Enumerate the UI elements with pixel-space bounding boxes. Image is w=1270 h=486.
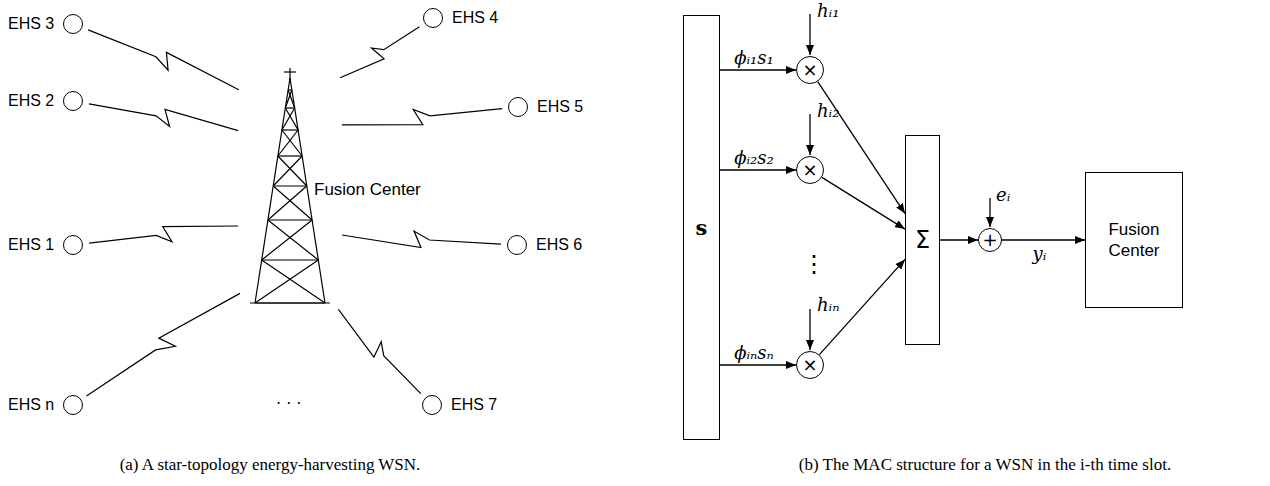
tower-strut bbox=[278, 156, 307, 186]
sensor-node: EHS n bbox=[8, 395, 83, 415]
caption: (b) The MAC structure for a WSN in the i… bbox=[700, 454, 1270, 476]
gain-arrow bbox=[809, 309, 810, 350]
sensor-node: EHS 7 bbox=[422, 395, 497, 415]
tower-strut bbox=[255, 78, 290, 303]
sensor-node: EHS 5 bbox=[508, 97, 583, 117]
sensor-label: EHS 3 bbox=[8, 14, 54, 34]
tower-strut bbox=[282, 130, 302, 156]
sensor-circle bbox=[507, 235, 527, 255]
tower-strut bbox=[285, 108, 298, 130]
node-label: Σ bbox=[915, 226, 930, 254]
sensor-node: EHS 4 bbox=[423, 8, 498, 28]
sensor-circle bbox=[63, 395, 83, 415]
sensor-circle bbox=[63, 14, 83, 34]
tower-strut bbox=[285, 90, 292, 108]
signal-arrow bbox=[818, 82, 905, 214]
node-label: × bbox=[802, 356, 817, 374]
edge-label: yᵢ bbox=[1033, 243, 1047, 265]
sensor-circle bbox=[508, 97, 528, 117]
sensor-circle bbox=[63, 91, 83, 111]
sensor-node: EHS 3 bbox=[8, 14, 83, 34]
signal-arrow bbox=[720, 69, 796, 70]
tower-strut bbox=[262, 259, 319, 260]
sensor-label: EHS 4 bbox=[452, 8, 498, 28]
sensor-label: EHS 7 bbox=[451, 395, 497, 415]
fusion-center-box: Fusion Center bbox=[1085, 172, 1183, 308]
node-label: × bbox=[802, 61, 817, 79]
sensor-circle bbox=[422, 395, 442, 415]
tower-strut bbox=[268, 186, 307, 220]
sensor-circle bbox=[423, 8, 443, 28]
edge-label: ϕᵢ₁s₁ bbox=[734, 47, 774, 69]
tower-strut bbox=[268, 220, 318, 260]
tower-strut bbox=[282, 129, 298, 130]
gain-arrow bbox=[809, 114, 810, 155]
noise-label: eᵢ bbox=[996, 184, 1010, 206]
ellipsis: ⋮ bbox=[802, 250, 826, 278]
edge-label: ϕᵢ₂s₂ bbox=[734, 147, 774, 169]
signal-arrow bbox=[1002, 239, 1085, 240]
gain-arrow bbox=[809, 14, 810, 55]
sensor-label: EHS 1 bbox=[8, 235, 54, 255]
ellipsis: · · · bbox=[276, 394, 301, 414]
tower-strut bbox=[262, 220, 312, 260]
channel-gain: hᵢ₁ bbox=[817, 0, 839, 22]
sensor-node: EHS 2 bbox=[8, 91, 83, 111]
signal-vector-box: s bbox=[683, 15, 720, 440]
tower-strut bbox=[250, 302, 330, 303]
tower-strut bbox=[255, 260, 318, 303]
tower-strut bbox=[273, 185, 307, 186]
wireless-link bbox=[89, 104, 238, 131]
node-label: Fusion Center bbox=[1086, 219, 1182, 261]
sensor-node: EHS 1 bbox=[8, 235, 83, 255]
tower-strut bbox=[284, 71, 296, 72]
caption: (a) A star-topology energy-harvesting WS… bbox=[20, 454, 520, 476]
wireless-link bbox=[87, 293, 241, 396]
tower-strut bbox=[282, 108, 295, 130]
tower-strut bbox=[273, 156, 302, 186]
signal-arrow bbox=[940, 239, 978, 240]
wireless-link bbox=[338, 309, 420, 393]
sum-box: Σ bbox=[905, 135, 940, 345]
channel-gain: hᵢ₂ bbox=[817, 100, 839, 122]
multiplier: × bbox=[796, 56, 824, 84]
fusion-tower: Fusion Center bbox=[250, 68, 330, 308]
tower-strut bbox=[262, 260, 325, 303]
wireless-link bbox=[340, 27, 419, 78]
tower-strut bbox=[278, 155, 302, 156]
node-label: + bbox=[982, 231, 997, 249]
wireless-link bbox=[342, 109, 502, 125]
noise-arrow bbox=[989, 198, 990, 227]
node-label: × bbox=[802, 161, 817, 179]
signal-arrow bbox=[720, 169, 796, 170]
tower-strut bbox=[278, 130, 298, 156]
channel-gain: hᵢₙ bbox=[817, 294, 840, 316]
multiplier: × bbox=[796, 156, 824, 184]
tower-strut bbox=[285, 107, 294, 108]
multiplier: × bbox=[796, 351, 824, 379]
sensor-label: EHS 2 bbox=[8, 91, 54, 111]
tower-strut bbox=[268, 219, 312, 220]
node-label: Fusion Center bbox=[314, 180, 421, 200]
adder: + bbox=[978, 228, 1002, 252]
sensor-label: EHS 5 bbox=[537, 97, 583, 117]
sensor-node: EHS 6 bbox=[507, 235, 582, 255]
tower-strut bbox=[273, 186, 312, 220]
wireless-link bbox=[89, 226, 238, 243]
edge-label: ϕᵢₙsₙ bbox=[734, 342, 774, 364]
signal-arrow bbox=[822, 177, 905, 229]
sensor-label: EHS 6 bbox=[536, 235, 582, 255]
wireless-link bbox=[342, 231, 501, 247]
sensor-circle bbox=[63, 235, 83, 255]
sensor-label: EHS n bbox=[8, 395, 54, 415]
node-label: s bbox=[696, 215, 708, 240]
signal-arrow bbox=[720, 364, 796, 365]
wireless-link bbox=[88, 30, 239, 90]
